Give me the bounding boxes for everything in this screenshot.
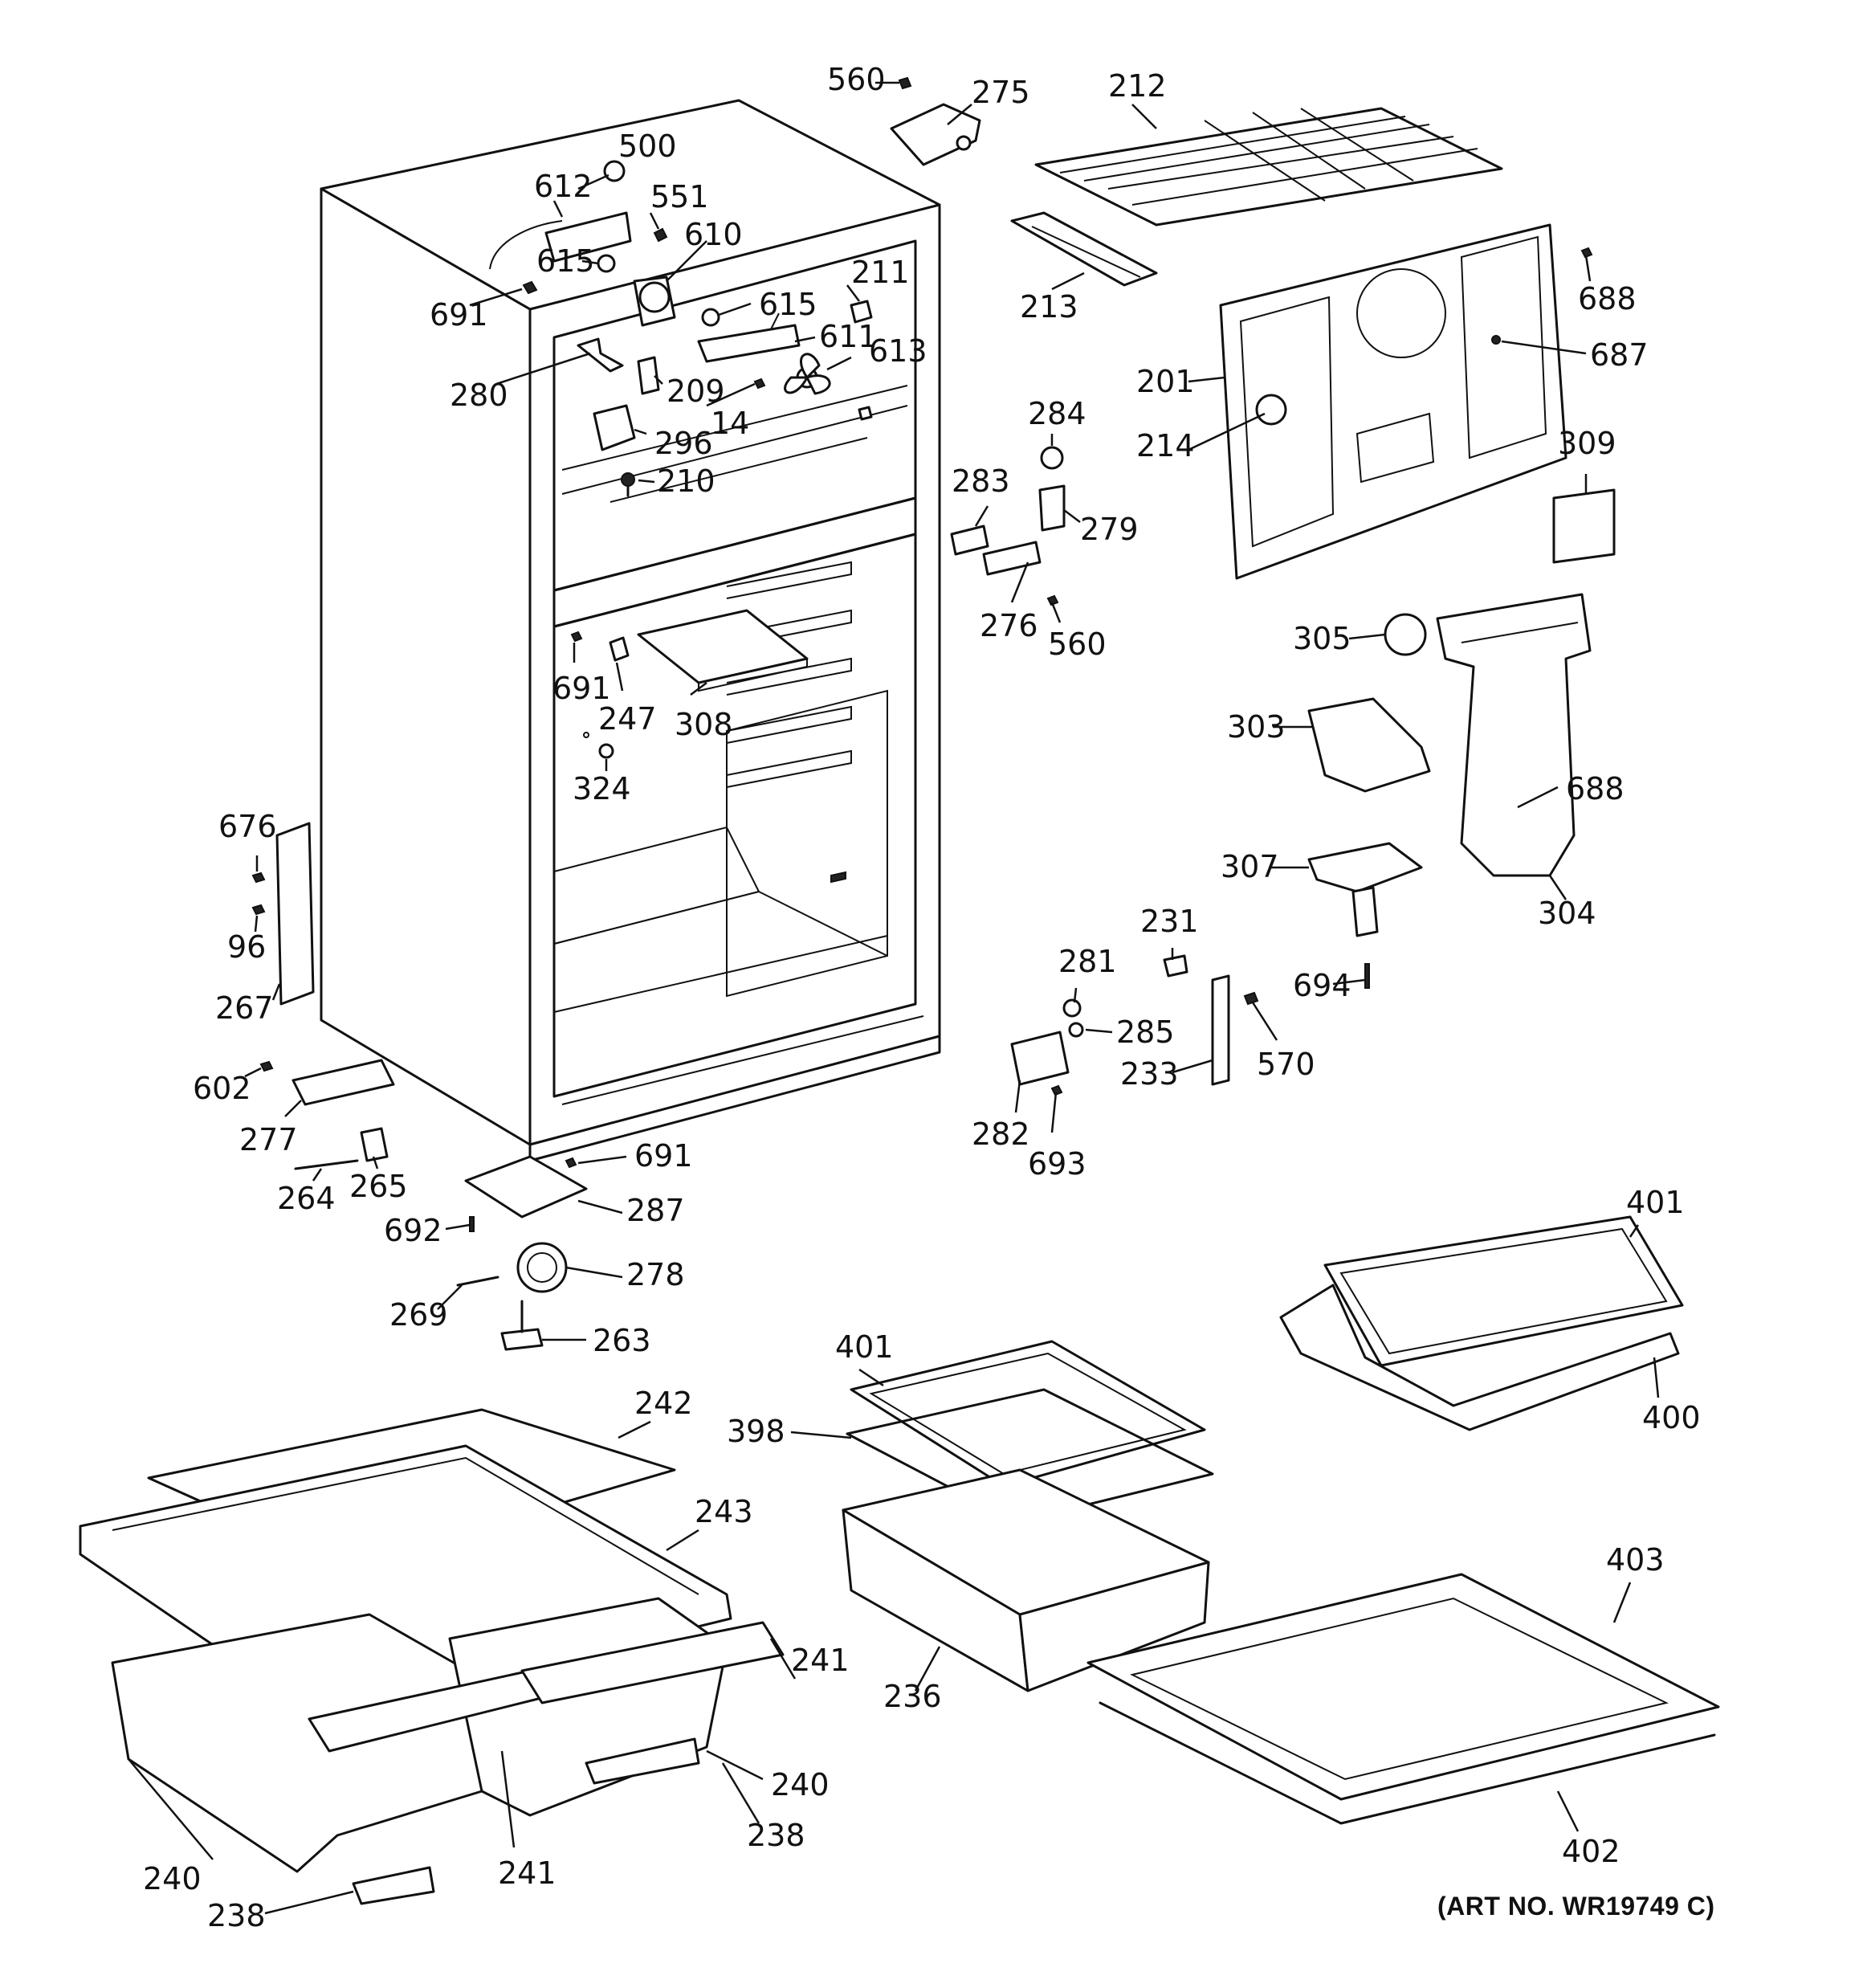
callout-240: 240 xyxy=(143,1861,202,1896)
callout-14: 14 xyxy=(711,406,749,441)
callout-611: 611 xyxy=(819,319,878,354)
callout-694: 694 xyxy=(1293,968,1351,1003)
callout-691: 691 xyxy=(552,671,611,706)
callout-403: 403 xyxy=(1606,1542,1665,1578)
top-hinge-and-shelf xyxy=(890,76,1503,287)
bottom-hinge-group xyxy=(1010,954,1259,1096)
callout-labels: 560 275 212 500 612 551 610 615 691 211 … xyxy=(143,62,1701,1933)
callout-401: 401 xyxy=(1626,1185,1685,1220)
callout-280: 280 xyxy=(450,378,508,413)
callout-398: 398 xyxy=(727,1414,785,1449)
callout-285: 285 xyxy=(1116,1014,1175,1050)
callout-676: 676 xyxy=(218,809,277,844)
callout-277: 277 xyxy=(239,1122,298,1157)
fresh-food-parts xyxy=(570,609,809,759)
callout-551: 551 xyxy=(650,179,709,214)
callout-307: 307 xyxy=(1221,849,1279,884)
callout-242: 242 xyxy=(634,1386,693,1421)
callout-233: 233 xyxy=(1120,1056,1179,1092)
callout-615: 615 xyxy=(759,287,817,322)
callout-275: 275 xyxy=(972,75,1030,110)
callout-241: 241 xyxy=(791,1643,850,1678)
callout-281: 281 xyxy=(1058,944,1117,979)
callout-500: 500 xyxy=(618,129,677,164)
callout-401: 401 xyxy=(835,1329,894,1365)
callout-304: 304 xyxy=(1538,896,1596,931)
callout-210: 210 xyxy=(657,463,715,499)
art-number: (ART NO. WR19749 C) xyxy=(1437,1892,1715,1921)
callout-615: 615 xyxy=(536,243,595,279)
callout-212: 212 xyxy=(1108,68,1167,104)
callout-238: 238 xyxy=(207,1898,266,1933)
callout-296: 296 xyxy=(654,426,713,461)
refrigerator-cabinet xyxy=(320,99,941,1162)
callout-283: 283 xyxy=(952,463,1010,499)
evaporator-cover xyxy=(1219,223,1616,580)
callout-269: 269 xyxy=(389,1297,448,1333)
callout-201: 201 xyxy=(1136,364,1195,399)
callout-612: 612 xyxy=(534,169,593,204)
callout-267: 267 xyxy=(215,990,274,1026)
callout-610: 610 xyxy=(684,217,743,252)
left-brackets xyxy=(251,822,588,1351)
callout-263: 263 xyxy=(593,1323,651,1358)
callout-214: 214 xyxy=(1136,428,1195,463)
callout-402: 402 xyxy=(1562,1834,1620,1869)
callout-284: 284 xyxy=(1028,396,1086,431)
callout-236: 236 xyxy=(883,1679,942,1714)
crisper-drawers xyxy=(79,1408,785,1905)
callout-209: 209 xyxy=(667,374,725,409)
callout-247: 247 xyxy=(598,701,657,737)
callout-241: 241 xyxy=(498,1855,556,1891)
callout-243: 243 xyxy=(695,1494,753,1529)
callout-688: 688 xyxy=(1578,281,1637,316)
callout-308: 308 xyxy=(675,707,733,742)
callout-400: 400 xyxy=(1642,1400,1701,1435)
callout-264: 264 xyxy=(277,1181,336,1216)
callout-231: 231 xyxy=(1140,904,1199,939)
callout-613: 613 xyxy=(869,333,927,369)
callout-278: 278 xyxy=(626,1257,685,1292)
callout-309: 309 xyxy=(1558,426,1616,461)
callout-602: 602 xyxy=(193,1071,251,1106)
callout-560: 560 xyxy=(1048,627,1107,662)
callout-213: 213 xyxy=(1020,289,1078,325)
callout-688: 688 xyxy=(1566,771,1625,806)
callout-560: 560 xyxy=(827,62,886,97)
callout-240: 240 xyxy=(771,1767,830,1802)
freezer-parts xyxy=(489,160,873,497)
callout-687: 687 xyxy=(1590,337,1649,373)
callout-265: 265 xyxy=(349,1169,408,1204)
callout-324: 324 xyxy=(573,771,631,806)
callout-691: 691 xyxy=(430,297,488,333)
callout-693: 693 xyxy=(1028,1146,1086,1182)
callout-305: 305 xyxy=(1293,621,1351,656)
callout-692: 692 xyxy=(384,1213,442,1248)
glass-shelves xyxy=(842,1215,1720,1825)
callout-303: 303 xyxy=(1227,709,1286,745)
leader-lines xyxy=(128,81,1660,1915)
callout-96: 96 xyxy=(227,929,266,965)
air-duct-group xyxy=(1307,593,1592,989)
callout-570: 570 xyxy=(1257,1047,1315,1082)
callout-282: 282 xyxy=(972,1116,1030,1152)
callout-211: 211 xyxy=(851,255,910,290)
callout-691: 691 xyxy=(634,1138,693,1174)
callout-238: 238 xyxy=(747,1818,805,1853)
center-hinge xyxy=(950,446,1066,606)
callout-287: 287 xyxy=(626,1193,685,1228)
callout-276: 276 xyxy=(980,608,1038,643)
callout-279: 279 xyxy=(1080,512,1139,547)
